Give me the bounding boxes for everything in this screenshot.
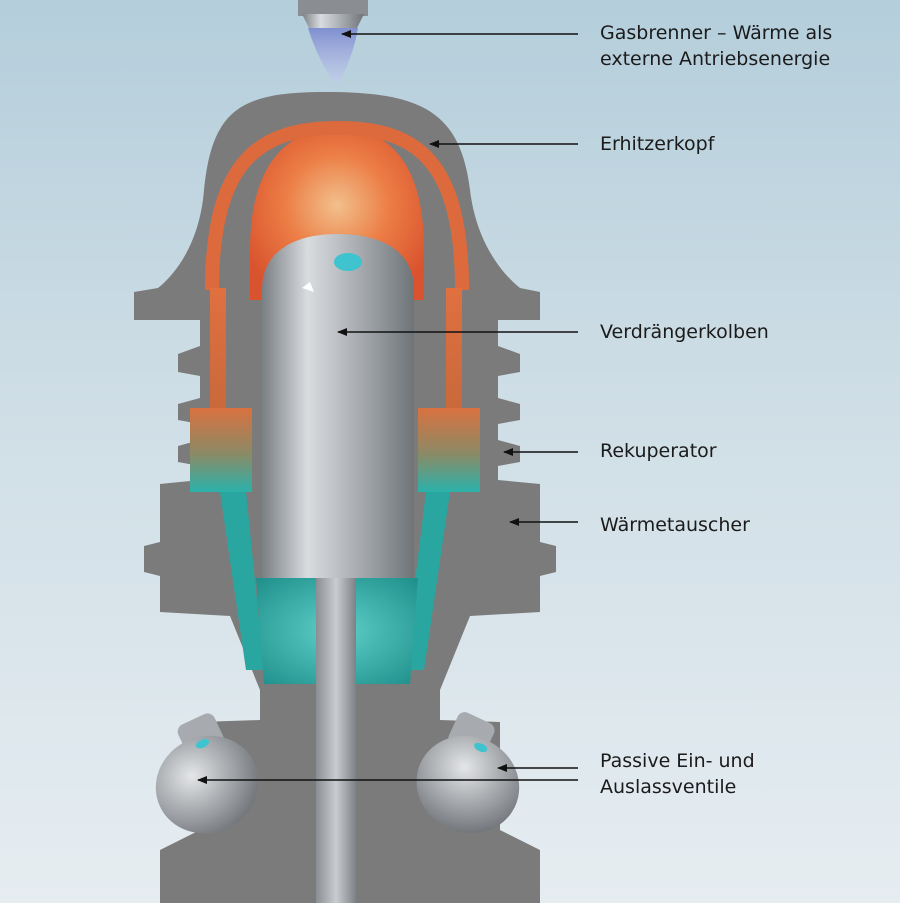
valve-left	[155, 713, 259, 834]
label-waermetauscher: Wärmetauscher	[600, 514, 750, 536]
label-ventile-line1: Passive Ein- und	[600, 750, 755, 772]
label-rekuperator: Rekuperator	[600, 440, 717, 462]
piston-rod	[316, 575, 356, 903]
recuperator	[190, 408, 480, 492]
label-verdraengerkolben: Verdrängerkolben	[600, 321, 769, 343]
label-gasbrenner: Gasbrenner – Wärme als externe Antriebse…	[600, 20, 832, 72]
gas-burner	[298, 0, 368, 86]
leader-lines	[197, 30, 578, 784]
label-ventile-line2: Auslassventile	[600, 776, 737, 798]
label-erhitzerkopf: Erhitzerkopf	[600, 133, 715, 155]
displacer-piston	[262, 234, 414, 578]
label-ventile: Passive Ein- und Auslassventile	[600, 748, 755, 800]
valve-right	[416, 712, 520, 834]
label-gasbrenner-line1: Gasbrenner – Wärme als	[600, 22, 833, 44]
label-gasbrenner-line2: externe Antriebsenergie	[600, 48, 831, 70]
